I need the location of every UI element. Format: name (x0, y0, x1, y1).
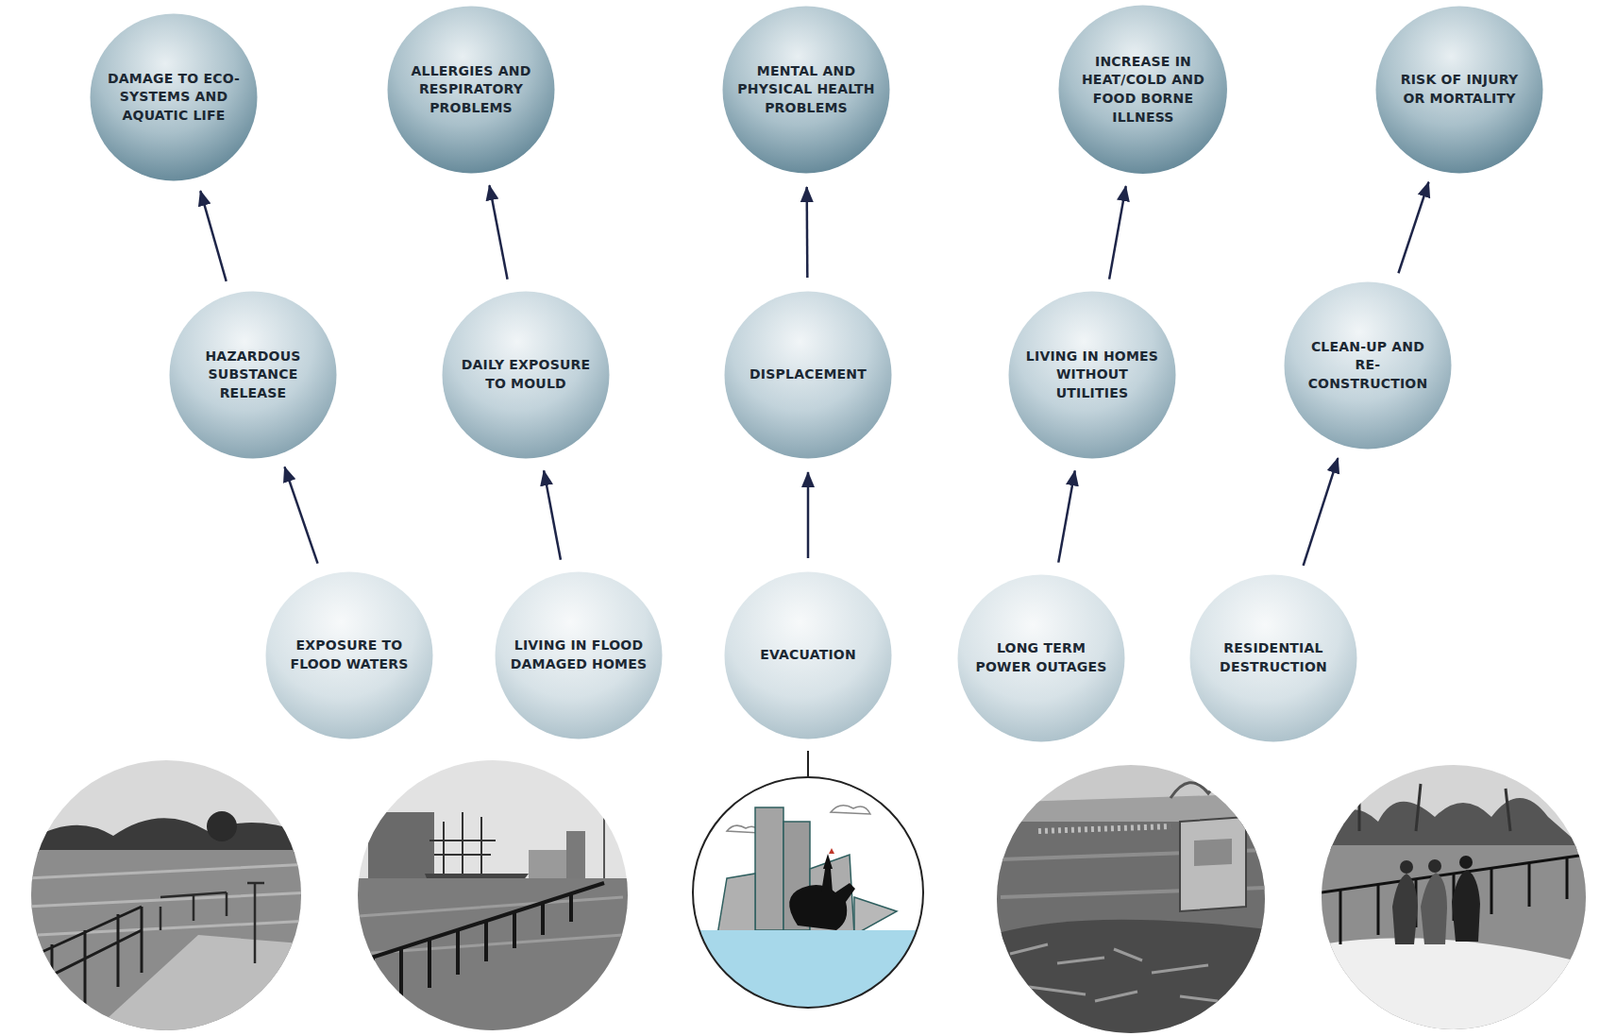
flow-arrow (1303, 457, 1339, 566)
flood-photo (28, 755, 312, 1036)
effect-circle: DISPLACEMENT (724, 290, 893, 459)
label-group: INCREASE IN HEAT/COLD AND FOOD BORNE ILL… (1073, 52, 1213, 127)
label-group: ALLERGIES AND RESPIRATORY PROBLEMS (401, 62, 541, 118)
circle-label: LIVING IN HOMES WITHOUT UTILITIES (1022, 347, 1163, 404)
label-group: MENTAL AND PHYSICAL HEALTH PROBLEMS (736, 62, 876, 118)
circle-shape (265, 571, 434, 740)
label-group: RESIDENTIAL DESTRUCTION (1203, 639, 1344, 676)
effect-circle: DAMAGE TO ECO-SYSTEMS AND AQUATIC LIFE (89, 13, 258, 182)
flow-arrow (1058, 470, 1076, 562)
flood-photo (1321, 764, 1586, 1036)
effect-circle: EXPOSURE TO FLOOD WATERS (265, 571, 434, 740)
circle-label: LIVING IN FLOOD DAMAGED HOMES (508, 636, 649, 674)
effect-circle: CLEAN-UP AND RE-CONSTRUCTION (1283, 281, 1452, 450)
circle-label: DAMAGE TO ECO-SYSTEMS AND AQUATIC LIFE (103, 69, 244, 126)
label-group: LIVING IN FLOOD DAMAGED HOMES (508, 636, 649, 674)
circle-shape (441, 290, 610, 459)
effect-circle: ALLERGIES AND RESPIRATORY PROBLEMS (387, 5, 556, 174)
label-group: DAILY EXPOSURE TO MOULD (455, 355, 596, 393)
circle-label: HAZARDOUS SUBSTANCE RELEASE (183, 347, 323, 404)
label-group: CLEAN-UP AND RE-CONSTRUCTION (1297, 337, 1438, 394)
leader-line (807, 750, 809, 780)
label-group: DAMAGE TO ECO-SYSTEMS AND AQUATIC LIFE (103, 69, 244, 126)
circle-shape (494, 571, 663, 740)
circle-label: EVACUATION (738, 645, 878, 665)
flow-arrow (488, 185, 507, 280)
circle-label: MENTAL AND PHYSICAL HEALTH PROBLEMS (736, 62, 876, 118)
label-group: EVACUATION (738, 645, 878, 665)
flood-photo (353, 755, 638, 1036)
effect-circle: MENTAL AND PHYSICAL HEALTH PROBLEMS (722, 5, 891, 174)
effect-circle: LONG TERM POWER OUTAGES (957, 573, 1126, 742)
circle-label: EXPOSURE TO FLOOD WATERS (279, 636, 420, 674)
effect-circle: LIVING IN FLOOD DAMAGED HOMES (494, 571, 663, 740)
label-group: DISPLACEMENT (738, 365, 878, 385)
effect-circle: RESIDENTIAL DESTRUCTION (1189, 573, 1358, 742)
circle-label: DISPLACEMENT (738, 365, 878, 385)
flow-arrow (805, 186, 809, 278)
flood-photo (991, 759, 1275, 1036)
label-group: HAZARDOUS SUBSTANCE RELEASE (183, 347, 323, 404)
circle-label: RISK OF INJURY OR MORTALITY (1389, 70, 1530, 108)
circle-shape (1058, 4, 1228, 174)
flow-arrow (284, 466, 318, 563)
circle-label: DAILY EXPOSURE TO MOULD (455, 355, 596, 393)
circle-label: RESIDENTIAL DESTRUCTION (1203, 639, 1344, 676)
circle-shape (957, 573, 1126, 742)
label-group: EXPOSURE TO FLOOD WATERS (279, 636, 420, 674)
label-group: RISK OF INJURY OR MORTALITY (1389, 70, 1530, 108)
circle-label: CLEAN-UP AND RE-CONSTRUCTION (1297, 337, 1438, 394)
effect-circle: RISK OF INJURY OR MORTALITY (1375, 5, 1544, 174)
circle-shape (1375, 5, 1544, 174)
circle-label: LONG TERM POWER OUTAGES (971, 639, 1112, 676)
flood-cartoon (692, 776, 924, 1008)
flow-arrow (200, 190, 226, 282)
effect-circle: INCREASE IN HEAT/COLD AND FOOD BORNE ILL… (1058, 4, 1228, 174)
effect-circle: DAILY EXPOSURE TO MOULD (441, 290, 610, 459)
effect-circle: HAZARDOUS SUBSTANCE RELEASE (168, 290, 337, 459)
circle-label: ALLERGIES AND RESPIRATORY PROBLEMS (401, 62, 541, 118)
label-group: LONG TERM POWER OUTAGES (971, 639, 1112, 676)
label-group: LIVING IN HOMES WITHOUT UTILITIES (1022, 347, 1163, 404)
flow-arrow (1397, 182, 1429, 274)
flow-arrow (1109, 185, 1127, 280)
flow-arrow (807, 471, 810, 558)
flow-arrow (543, 470, 561, 560)
effect-circle: EVACUATION (724, 571, 893, 740)
circle-label: INCREASE IN HEAT/COLD AND FOOD BORNE ILL… (1073, 52, 1213, 127)
circle-shape (1189, 573, 1358, 742)
effect-circle: LIVING IN HOMES WITHOUT UTILITIES (1008, 290, 1177, 459)
